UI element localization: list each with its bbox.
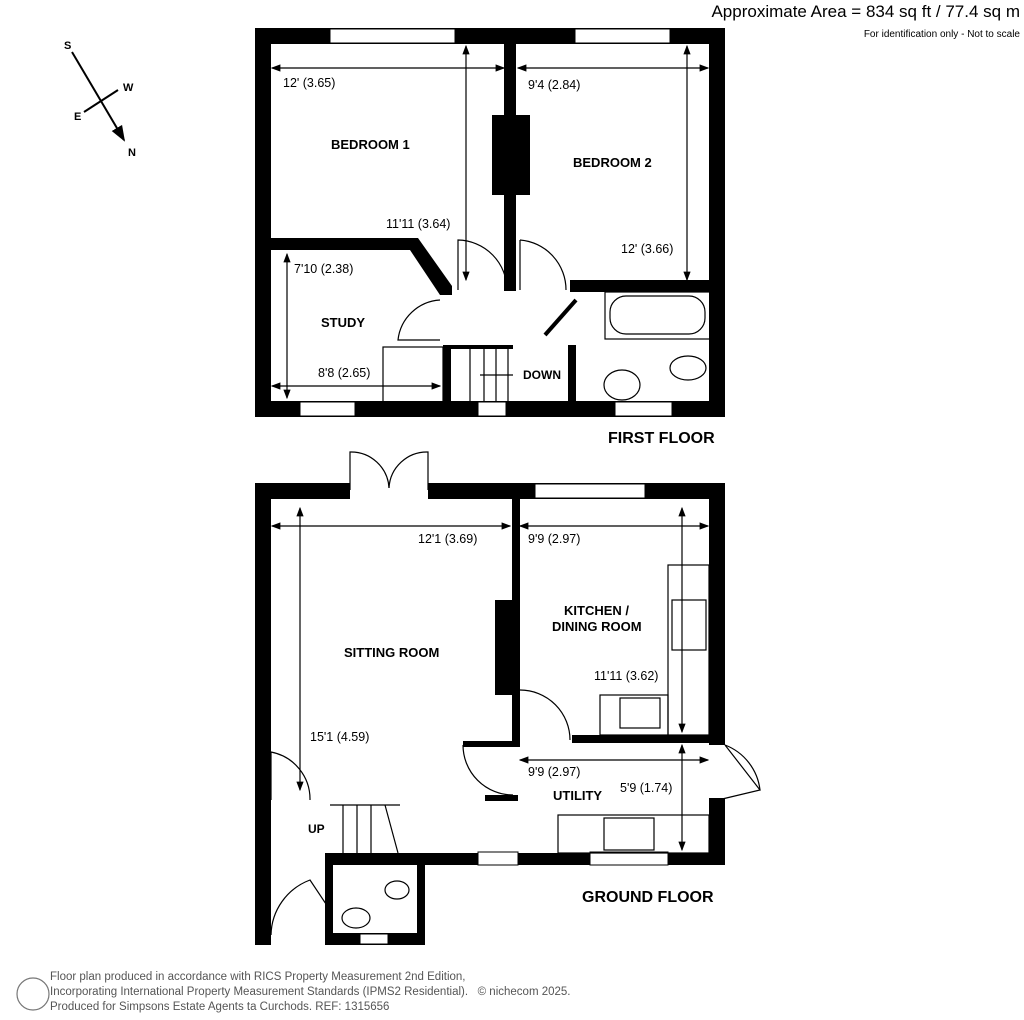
first-floor-dimension-arrows [270, 44, 710, 400]
ground-floor-windows [359, 483, 669, 945]
scale-note: For identification only - Not to scale [863, 29, 1020, 40]
dim-sitting-length: 15'1 (4.59) [310, 730, 370, 744]
room-bedroom-1: BEDROOM 1 [331, 137, 410, 152]
footer-text: Floor plan produced in accordance with R… [50, 970, 571, 1015]
footer-line-1: Floor plan produced in accordance with R… [50, 971, 466, 983]
footer-line-3: Produced for Simpsons Estate Agents ta C… [50, 1001, 390, 1013]
ground-floor-fixtures [270, 451, 762, 936]
compass-e: E [74, 111, 82, 123]
first-floor-label: FIRST FLOOR [608, 430, 715, 447]
dim-sitting-width: 12'1 (3.69) [418, 532, 478, 546]
footer-line-2: Incorporating International Property Mea… [50, 986, 469, 998]
copyright: © nichecom 2025. [477, 986, 571, 998]
first-floor-fixtures [382, 239, 711, 403]
dim-utility-length: 5'9 (1.74) [620, 781, 673, 795]
room-sitting-room: SITTING ROOM [344, 645, 440, 660]
compass-n: N [128, 147, 136, 159]
room-kitchen-line2: DINING ROOM [552, 619, 642, 634]
dim-bedroom2-width: 9'4 (2.84) [528, 78, 581, 92]
stairs-down-label: DOWN [523, 368, 561, 382]
dim-kitchen-width: 9'9 (2.97) [528, 532, 581, 546]
room-kitchen-line1: KITCHEN / [564, 603, 629, 618]
dim-bedroom1-width: 12' (3.65) [283, 76, 336, 90]
ground-floor-walls [255, 483, 725, 945]
first-floor-windows [299, 28, 673, 417]
first-floor-walls [255, 28, 725, 417]
dim-bedroom1-length: 11'11 (3.64) [386, 217, 451, 231]
dim-bedroom2-length: 12' (3.66) [621, 242, 674, 256]
ground-floor-dimension-arrows [270, 506, 710, 852]
dim-study-width: 8'8 (2.65) [318, 366, 371, 380]
compass-icon [71, 51, 126, 142]
dim-utility-width: 9'9 (2.97) [528, 765, 581, 779]
room-utility: UTILITY [553, 788, 603, 803]
compass-w: W [123, 82, 134, 94]
stairs-up-label: UP [308, 822, 325, 836]
ground-floor-label: GROUND FLOOR [582, 889, 714, 906]
first-floor-partitions [263, 36, 717, 409]
approximate-area: Approximate Area = 834 sq ft / 77.4 sq m [711, 2, 1020, 21]
dim-study-length: 7'10 (2.38) [294, 262, 354, 276]
person-logo-icon [16, 977, 50, 1011]
compass-s: S [64, 40, 72, 52]
room-bedroom-2: BEDROOM 2 [573, 155, 652, 170]
dim-kitchen-length: 11'11 (3.62) [594, 669, 659, 683]
room-study: STUDY [321, 315, 366, 330]
